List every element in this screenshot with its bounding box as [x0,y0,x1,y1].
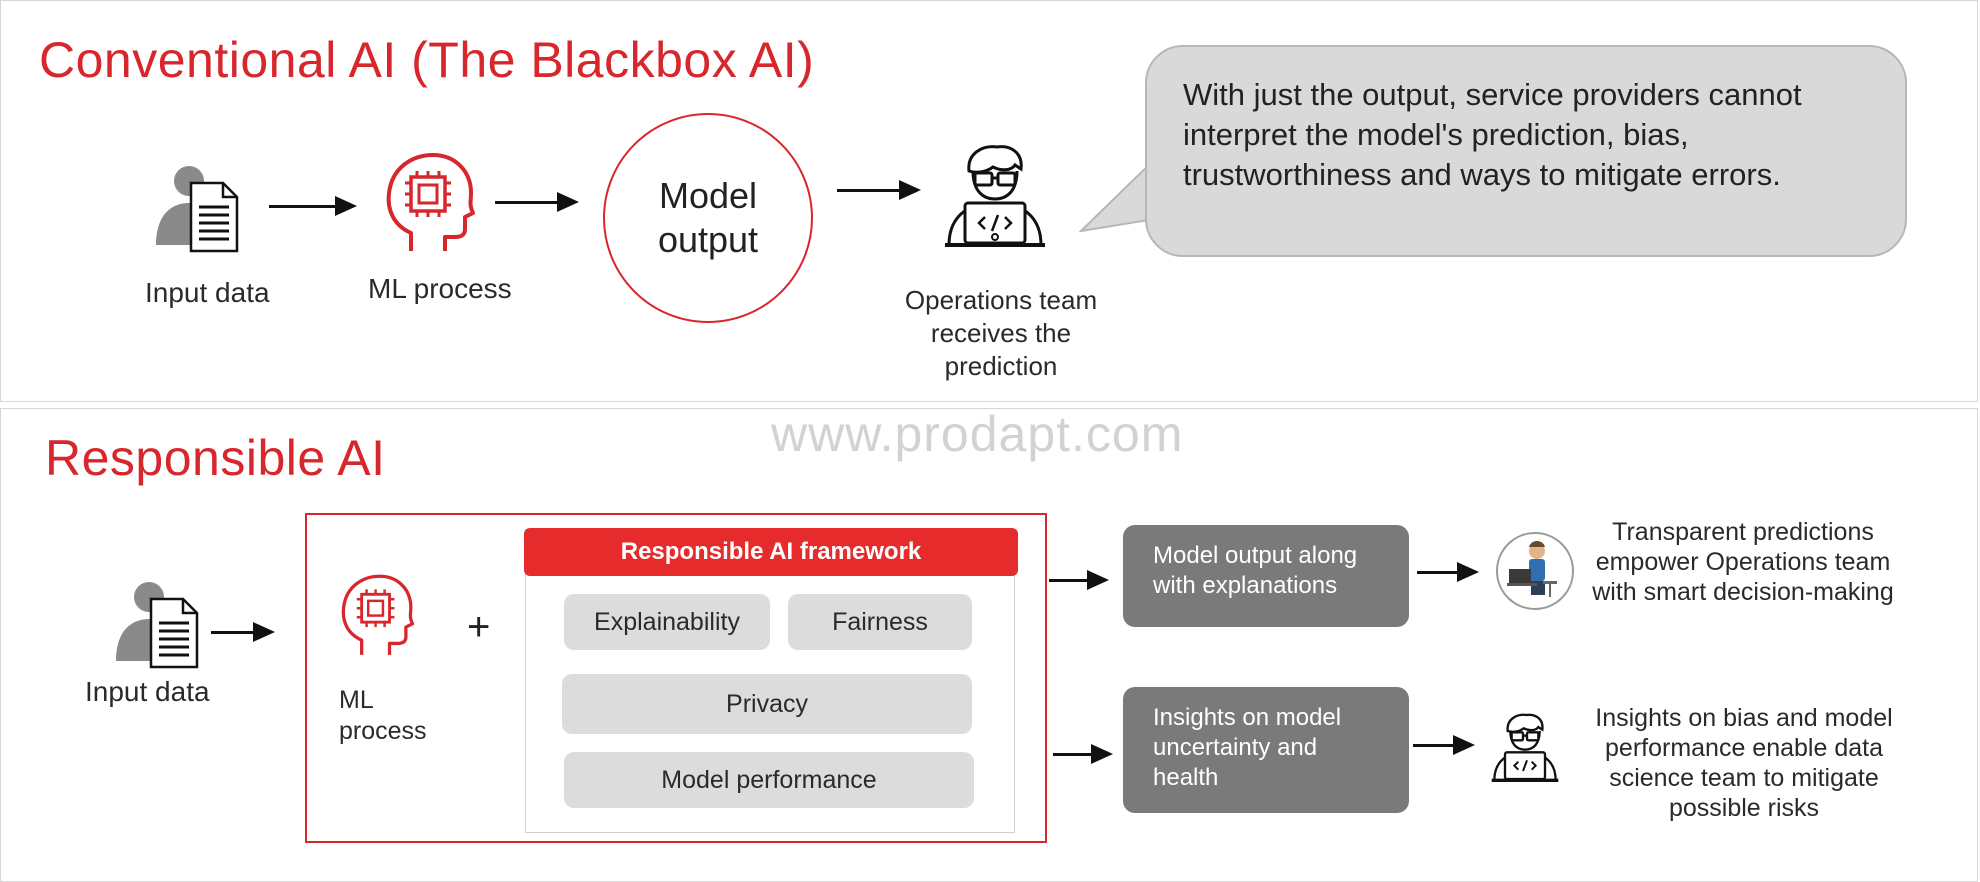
arrow-frame-to-output-2 [1053,744,1113,764]
pillar-fairness: Fairness [788,594,972,650]
output-box-2-text: Insights on model uncertainty and health [1153,704,1342,791]
conventional-ai-panel: Conventional AI (The Blackbox AI) Input … [0,0,1978,402]
model-output-label: Model output [657,175,759,260]
model-output-circle: Model output [603,113,813,323]
framework-title: Responsible AI framework [524,528,1018,576]
developer-icon [1489,711,1561,783]
pillar-explainability: Explainability [564,594,770,650]
arrow-output-to-ops [837,180,921,200]
arrow-input-to-frame [211,622,275,642]
arrow-ml-to-output [495,192,579,212]
output-box-insights: Insights on model uncertainty and health [1123,687,1409,813]
arrow-input-to-ml [269,196,357,216]
arrow-output-1-to-result [1417,562,1479,582]
framework-box: Responsible AI framework Explainability … [524,528,1018,833]
ml-process-label: ML process [368,273,512,304]
explanation-bubble: With just the output, service providers … [1145,45,1907,257]
ai-head-icon [381,151,476,256]
conventional-ai-title: Conventional AI (The Blackbox AI) [39,32,815,88]
result-2-text: Insights on bias and model performance e… [1595,704,1893,822]
watermark: www.prodapt.com [771,406,1184,462]
responsible-ai-title: Responsible AI [45,430,386,486]
developer-icon [941,141,1049,249]
person-laptop-icon [1495,531,1575,611]
person-document-icon [151,163,241,253]
bubble-text: With just the output, service providers … [1183,77,1802,192]
arrow-frame-to-output-1 [1049,570,1109,590]
input-data-label-bottom: Input data [85,676,210,707]
plus-sign: + [467,605,491,649]
pillar-privacy: Privacy [562,674,972,734]
ml-process-label-bottom: ML process [339,686,427,745]
output-box-1-text: Model output along with explanations [1153,542,1358,599]
input-data-label: Input data [145,277,270,308]
arrow-output-2-to-result [1413,735,1475,755]
result-1-text: Transparent predictions empower Operatio… [1592,518,1894,606]
output-box-explanations: Model output along with explanations [1123,525,1409,627]
pillar-model-performance: Model performance [564,752,974,808]
ops-team-label: Operations team receives the prediction [904,285,1098,381]
ai-head-icon [337,573,415,659]
responsible-ai-frame: ML process + Responsible AI framework Ex… [305,513,1047,843]
bubble-tail [1079,159,1156,233]
responsible-ai-panel: Responsible AI www.prodapt.com Input dat… [0,406,1978,882]
person-document-icon [111,579,201,669]
